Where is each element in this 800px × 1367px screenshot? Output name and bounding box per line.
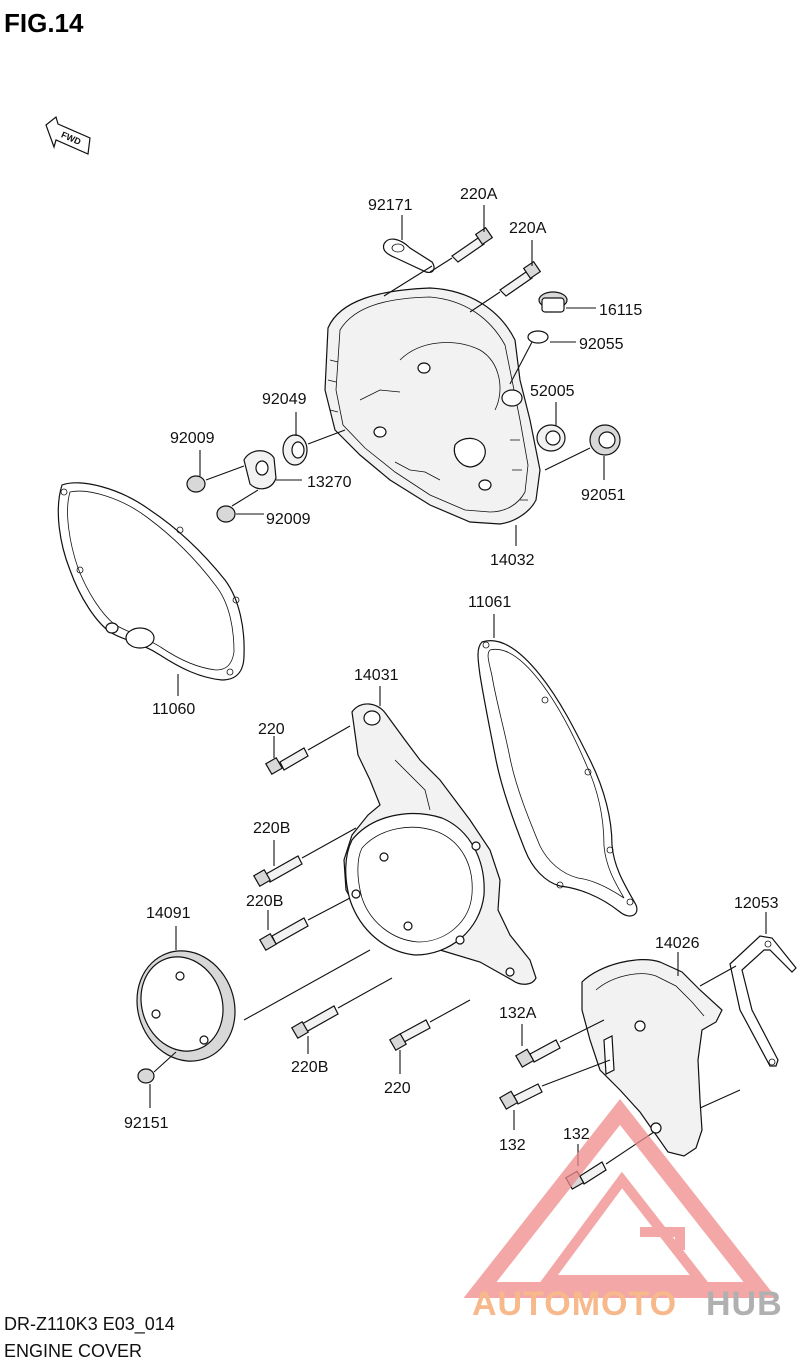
bolt-220B-3	[290, 977, 393, 1054]
callout-92151: 92151	[124, 1115, 169, 1132]
callout-220-1: 220	[258, 721, 285, 738]
gasket-11060	[57, 482, 245, 696]
callout-132A: 132A	[499, 1005, 537, 1022]
callout-13270: 13270	[307, 474, 352, 491]
gasket-11061	[477, 614, 638, 917]
callout-220B-2: 220B	[246, 893, 283, 910]
callout-132-2: 132	[563, 1126, 590, 1143]
oil-filler-cap-16115	[538, 291, 596, 313]
oil-seal-92049	[282, 412, 346, 466]
callout-14032: 14032	[490, 552, 535, 569]
callout-92055: 92055	[579, 336, 624, 353]
callout-220-2: 220	[384, 1080, 411, 1097]
bolt-132-middle	[498, 1059, 611, 1130]
cap-14091	[136, 926, 371, 1062]
watermark-part1: AUTOMOTO	[472, 1285, 677, 1323]
callout-92009-2: 92009	[266, 511, 311, 528]
fwd-arrow-icon: FWD	[45, 115, 91, 155]
bolt-220B-2	[258, 897, 351, 952]
sprocket-cover-14026	[581, 952, 741, 1157]
watermark-logo	[463, 1099, 777, 1298]
watermark-text: AUTOMOTO HUB	[472, 1285, 783, 1323]
callout-92049: 92049	[262, 391, 307, 408]
callout-220B-3: 220B	[291, 1059, 328, 1076]
bearing-52005	[536, 402, 566, 452]
callout-220A-1: 220A	[460, 186, 498, 203]
oil-seal-92051	[544, 424, 621, 480]
callout-14091: 14091	[146, 905, 191, 922]
callout-220A-2: 220A	[509, 220, 547, 237]
callout-14031: 14031	[354, 667, 399, 684]
bolt-220A-upper	[429, 205, 494, 273]
callout-11061: 11061	[468, 594, 511, 611]
watermark-part2: HUB	[706, 1285, 783, 1323]
bracket-12053	[699, 912, 797, 1067]
clamp-92171	[382, 215, 435, 297]
bolt-220A-lower	[469, 240, 542, 313]
callout-12053: 12053	[734, 895, 779, 912]
clutch-cover-14032	[324, 287, 541, 525]
footer-section-name: ENGINE COVER	[4, 1341, 142, 1361]
callout-52005: 52005	[530, 383, 575, 400]
callout-132-1: 132	[499, 1137, 526, 1154]
footer-model-code: DR-Z110K3 E03_014	[4, 1314, 175, 1335]
bolt-92009-upper	[186, 450, 245, 493]
bolt-220-upper	[264, 725, 351, 776]
bolt-132A	[514, 1019, 605, 1068]
callout-16115: 16115	[599, 302, 642, 319]
magneto-cover-14031	[343, 686, 537, 985]
bolt-92009-lower	[216, 489, 264, 523]
callout-labels: 92171 220A 220A 16115 92055 92049 52005 …	[124, 186, 779, 1154]
screw-92151	[137, 1051, 177, 1108]
callout-14026: 14026	[655, 935, 700, 952]
callout-220B-1: 220B	[253, 820, 290, 837]
callout-92051: 92051	[581, 487, 626, 504]
callout-92171: 92171	[368, 197, 413, 214]
bolt-220B-1	[252, 827, 357, 888]
plate-13270	[243, 450, 302, 490]
callout-11060: 11060	[152, 701, 195, 718]
callout-92009-1: 92009	[170, 430, 215, 447]
figure-title: FIG.14	[4, 8, 84, 38]
o-ring-92055	[509, 330, 576, 385]
bolt-220-lower	[388, 999, 471, 1074]
